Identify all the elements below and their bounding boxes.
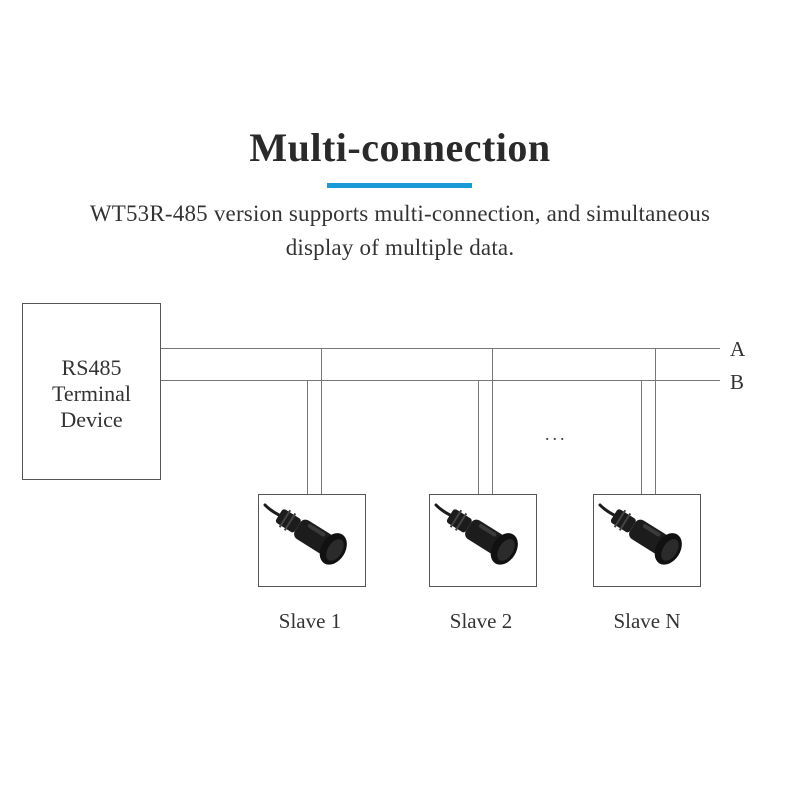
slave-2-box bbox=[429, 494, 537, 587]
title-accent-bar bbox=[327, 183, 472, 188]
more-slaves-ellipsis: ... bbox=[545, 424, 568, 444]
slave-1-wire-a bbox=[321, 348, 322, 494]
sensor-icon bbox=[434, 503, 518, 565]
bus-line-b bbox=[161, 380, 720, 381]
slave-n-wire-b bbox=[641, 380, 642, 494]
slave-n-wire-a bbox=[655, 348, 656, 494]
slave-1-box bbox=[258, 494, 366, 587]
slave-1-label: Slave 1 bbox=[278, 609, 342, 633]
bus-line-a bbox=[161, 348, 720, 349]
page-title: Multi-connection bbox=[249, 125, 551, 170]
bus-label-b: B bbox=[730, 370, 745, 394]
slave-1-wire-b bbox=[307, 380, 308, 494]
description-line-1: WT53R-485 version supports multi-connect… bbox=[89, 201, 711, 226]
slave-2-label: Slave 2 bbox=[449, 609, 513, 633]
slave-2-wire-a bbox=[492, 348, 493, 494]
terminal-label-line-1: RS485 bbox=[61, 355, 122, 380]
slave-n-label: Slave N bbox=[613, 609, 681, 633]
terminal-label-line-2: Terminal bbox=[51, 381, 132, 406]
terminal-label-line-3: Device bbox=[60, 407, 123, 432]
terminal-device-label: RS485 Terminal Device bbox=[22, 355, 161, 433]
terminal-device-box bbox=[22, 303, 161, 480]
sensor-icon bbox=[598, 503, 682, 565]
bus-label-a: A bbox=[730, 337, 746, 361]
slave-n-box bbox=[593, 494, 701, 587]
slave-2-wire-b bbox=[478, 380, 479, 494]
sensor-icon bbox=[263, 503, 347, 565]
description-line-2: display of multiple data. bbox=[285, 235, 515, 260]
